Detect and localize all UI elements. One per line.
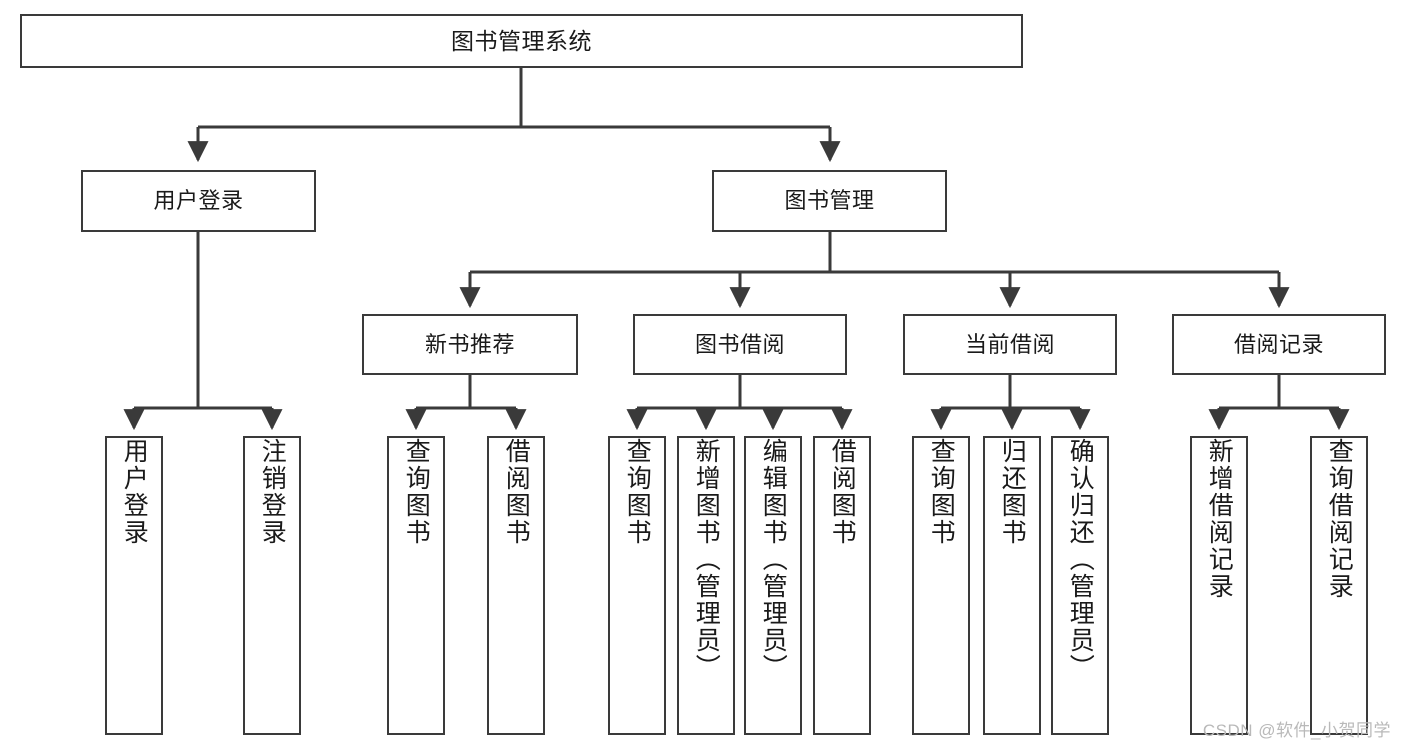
node-label: 查询图书 xyxy=(927,438,956,546)
node-label: 借阅图书 xyxy=(828,438,857,546)
node-book-borrow[interactable]: 图书借阅 xyxy=(633,314,847,375)
node-label: 当前借阅 xyxy=(964,331,1055,357)
node-label: 查询借阅记录 xyxy=(1325,438,1354,600)
node-leaf-add-book[interactable]: 新增图书（管理员） xyxy=(677,436,735,735)
node-leaf-logout[interactable]: 注销登录 xyxy=(243,436,301,735)
node-label: 注销登录 xyxy=(258,438,287,546)
node-label: 确认归还（管理员） xyxy=(1066,438,1095,681)
node-current-borrow[interactable]: 当前借阅 xyxy=(903,314,1117,375)
node-label: 查询图书 xyxy=(623,438,652,546)
node-leaf-borrow-book-1[interactable]: 借阅图书 xyxy=(487,436,545,735)
node-label: 用户登录 xyxy=(120,438,149,546)
csdn-watermark: CSDN @软件_小贺同学 xyxy=(1202,721,1391,740)
node-leaf-query-book-2[interactable]: 查询图书 xyxy=(608,436,666,735)
root-node[interactable]: 图书管理系统 xyxy=(20,14,1023,68)
node-label: 新增图书（管理员） xyxy=(692,438,721,681)
node-leaf-query-book-1[interactable]: 查询图书 xyxy=(387,436,445,735)
node-leaf-add-record[interactable]: 新增借阅记录 xyxy=(1190,436,1248,735)
node-label: 新书推荐 xyxy=(424,331,515,357)
node-label: 查询图书 xyxy=(402,438,431,546)
node-new-book-rec[interactable]: 新书推荐 xyxy=(362,314,578,375)
node-book-manage[interactable]: 图书管理 xyxy=(712,170,947,232)
node-leaf-user-login[interactable]: 用户登录 xyxy=(105,436,163,735)
node-label: 借阅图书 xyxy=(502,438,531,546)
node-leaf-edit-book[interactable]: 编辑图书（管理员） xyxy=(744,436,802,735)
node-label: 借阅记录 xyxy=(1233,331,1324,357)
node-label: 新增借阅记录 xyxy=(1205,438,1234,600)
node-user-login[interactable]: 用户登录 xyxy=(81,170,316,232)
node-label: 编辑图书（管理员） xyxy=(759,438,788,681)
node-leaf-return-book[interactable]: 归还图书 xyxy=(983,436,1041,735)
node-borrow-record[interactable]: 借阅记录 xyxy=(1172,314,1386,375)
node-leaf-borrow-book-2[interactable]: 借阅图书 xyxy=(813,436,871,735)
node-leaf-query-book-3[interactable]: 查询图书 xyxy=(912,436,970,735)
node-label: 用户登录 xyxy=(153,188,244,213)
node-label: 图书管理系统 xyxy=(451,27,592,54)
node-leaf-confirm-return[interactable]: 确认归还（管理员） xyxy=(1051,436,1109,735)
node-label: 归还图书 xyxy=(998,438,1027,546)
node-label: 图书借阅 xyxy=(694,331,785,357)
node-leaf-query-record[interactable]: 查询借阅记录 xyxy=(1310,436,1368,735)
node-label: 图书管理 xyxy=(784,188,875,213)
